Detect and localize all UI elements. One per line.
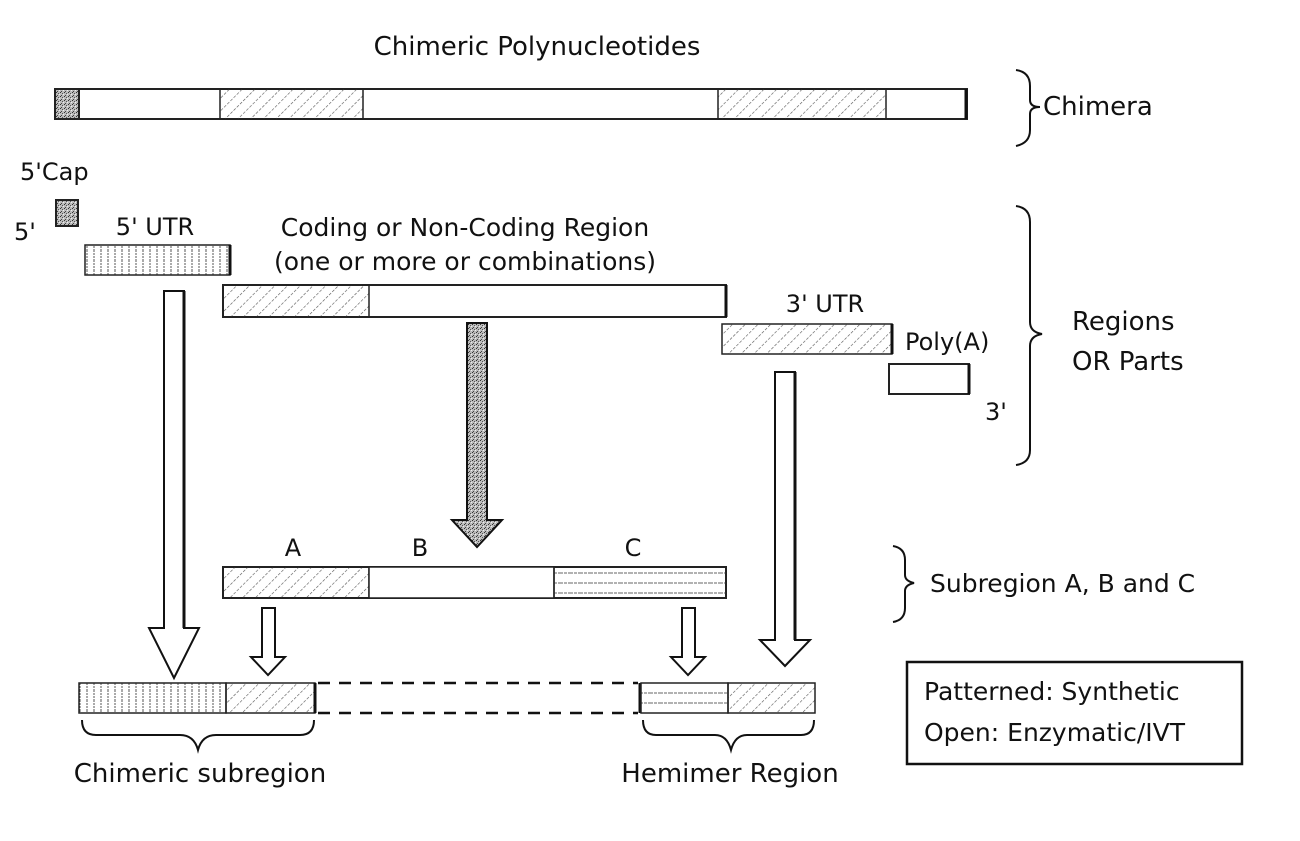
subregion-c-down-arrow (668, 607, 708, 677)
utr3-down-arrow (757, 371, 813, 668)
utr3-bar (721, 323, 893, 355)
subregion-brace-label: Subregion A, B and C (930, 569, 1195, 598)
dashed-gap (318, 681, 638, 715)
cap-label: 5'Cap (20, 158, 89, 186)
chimera-bar (54, 88, 968, 120)
polya-label: Poly(A) (905, 328, 989, 356)
hemimer-region-label: Hemimer Region (621, 759, 838, 789)
chimera-hatched-segment (717, 88, 887, 120)
hemimer-region-brace (642, 719, 815, 754)
bottom-utr5-segment (78, 682, 227, 714)
three-prime-label: 3' (985, 398, 1007, 426)
subregion-b-label: B (412, 534, 428, 562)
subregion-b-segment (368, 566, 555, 599)
legend-line-patterned: Patterned: Synthetic (924, 677, 1180, 706)
cap-block (55, 199, 79, 227)
subregion-brace (892, 545, 915, 623)
legend-line-open: Open: Enzymatic/IVT (924, 718, 1186, 747)
utr5-down-arrow (147, 290, 201, 681)
coding-label-line2: (one or more or combinations) (274, 247, 656, 276)
regions-label-line1: Regions (1072, 307, 1175, 337)
coding-region-bar (222, 284, 728, 318)
subregion-c-label: C (625, 534, 642, 562)
subregion-a-segment (222, 566, 370, 599)
chimeric-subregion-bar (78, 682, 317, 714)
utr5-label: 5' UTR (116, 213, 194, 241)
chimera-hatched-segment (219, 88, 364, 120)
subregion-bar (222, 566, 727, 599)
regions-label-line2: OR Parts (1072, 347, 1184, 377)
subregion-a-down-arrow (248, 607, 288, 677)
utr3-label: 3' UTR (786, 290, 864, 318)
chimeric-subregion-brace (81, 719, 315, 754)
utr5-bar (84, 244, 231, 276)
coding-down-arrow (449, 322, 505, 549)
coding-label-line1: Coding or Non-Coding Region (281, 213, 649, 242)
chimera-label: Chimera (1043, 92, 1153, 122)
subregion-a-label: A (285, 534, 302, 562)
bottom-c-segment (640, 682, 729, 714)
diagram-title: Chimeric Polynucleotides (374, 32, 701, 62)
subregion-c-segment (553, 566, 727, 599)
polya-bar (888, 363, 970, 395)
chimera-cap-segment (54, 88, 80, 120)
regions-brace (1015, 205, 1043, 466)
chimeric-subregion-label: Chimeric subregion (74, 759, 326, 789)
legend-box: Patterned: Synthetic Open: Enzymatic/IVT (905, 660, 1244, 766)
bottom-utr3-segment (727, 682, 816, 714)
chimera-brace (1015, 69, 1041, 147)
five-prime-label: 5' (14, 218, 36, 246)
bottom-a-segment (225, 682, 316, 714)
hemimer-bar (638, 682, 816, 714)
